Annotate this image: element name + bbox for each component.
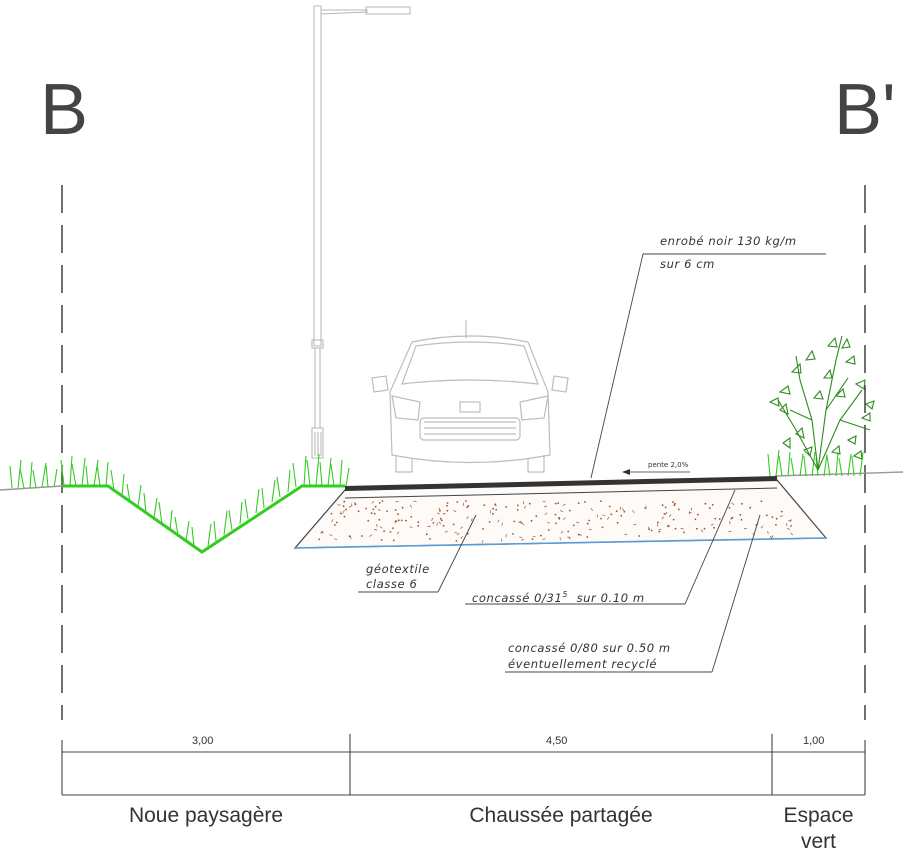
zone-chaussee-label: Chaussée partagée bbox=[469, 804, 653, 827]
geotextile-annotation-line2: classe 6 bbox=[366, 577, 418, 591]
asphalt-annotation-line1: enrobé noir 130 kg/m bbox=[660, 234, 797, 248]
slope-label: pente 2,0% bbox=[648, 461, 689, 469]
zone-espace-vert-line1: Espace bbox=[783, 804, 854, 827]
car-silhouette bbox=[371, 320, 569, 473]
base-031-material: concassé 0/31 bbox=[472, 590, 563, 605]
zone-espace-vert-label: Espace vert bbox=[772, 803, 865, 856]
geotextile-line bbox=[294, 537, 827, 549]
asphalt-layer bbox=[345, 476, 777, 491]
section-start-label: B bbox=[40, 70, 89, 150]
zone-espace-vert-line2: vert bbox=[800, 830, 836, 854]
base-080-annotation-line2: éventuellement recyclé bbox=[508, 657, 658, 671]
street-lamp bbox=[311, 5, 411, 459]
shrub bbox=[768, 335, 875, 471]
dimension-noue: 3,00 bbox=[192, 735, 214, 747]
section-end-label: B' bbox=[834, 70, 896, 150]
geotextile-annotation-line1: géotextile bbox=[366, 562, 430, 576]
grass-tufts bbox=[9, 449, 864, 548]
base-031-superscript: 5 bbox=[562, 590, 569, 599]
base-course-line bbox=[344, 487, 778, 499]
dimension-chaussee: 4,50 bbox=[546, 735, 568, 747]
asphalt-annotation-line2: sur 6 cm bbox=[660, 257, 715, 271]
dimension-espace-vert: 1,00 bbox=[803, 735, 825, 747]
base-031-annotation: concassé 0/315 sur 0.10 m bbox=[472, 589, 645, 606]
zone-noue-label: Noue paysagère bbox=[128, 804, 284, 827]
base-031-thickness: sur 0.10 m bbox=[576, 590, 645, 605]
base-080-annotation-line1: concassé 0/80 sur 0.50 m bbox=[508, 641, 671, 655]
leader-lines bbox=[358, 253, 826, 673]
dimension-table bbox=[61, 734, 866, 796]
gravel-texture bbox=[318, 500, 794, 544]
